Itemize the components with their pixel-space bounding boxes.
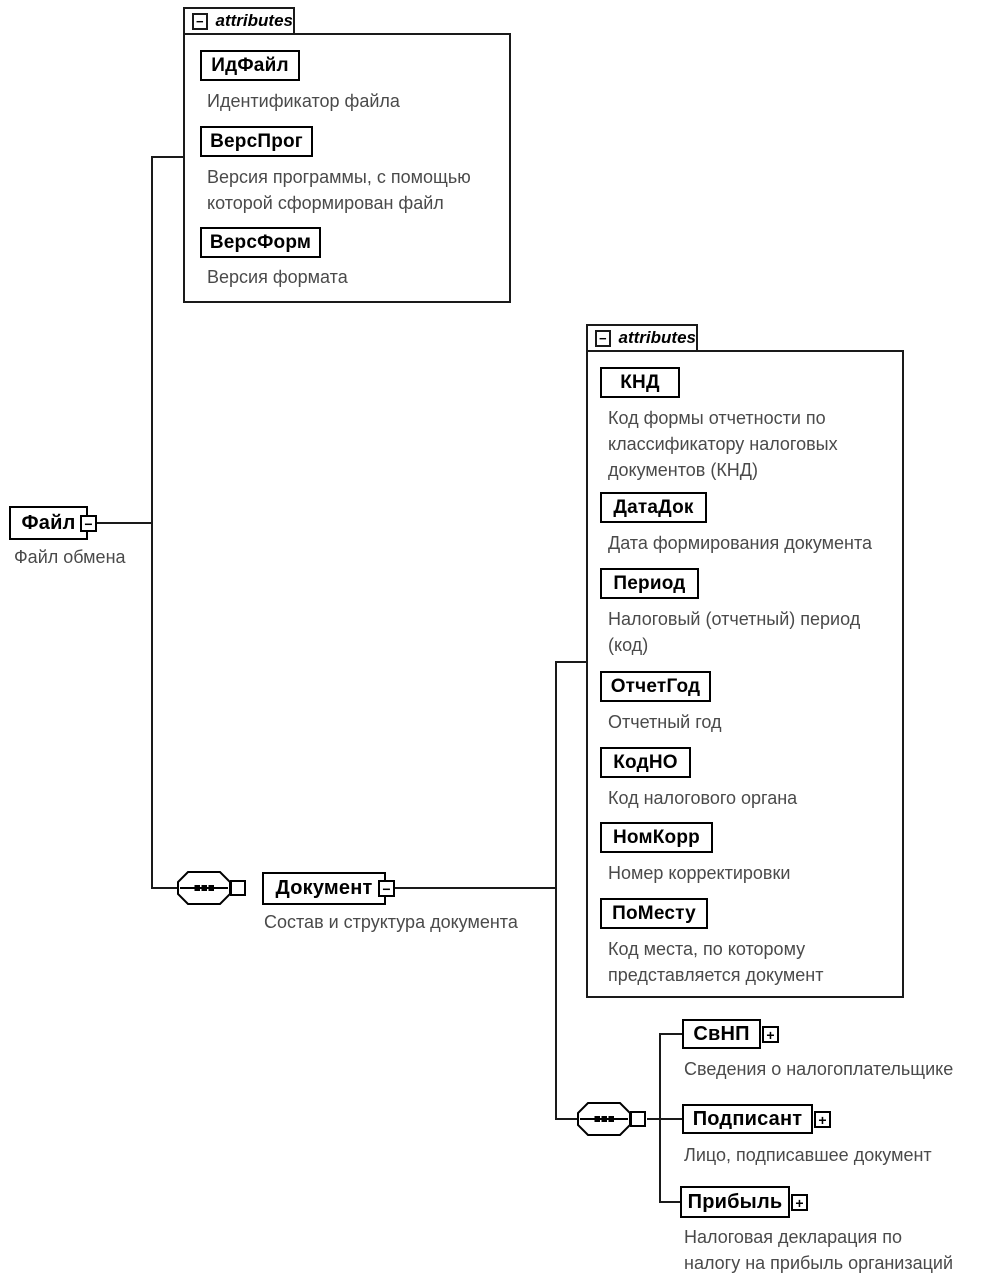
attributes-tab-label: attributes bbox=[215, 11, 293, 30]
element-pribyl-description: Налоговая декларация по налогу на прибыл… bbox=[684, 1227, 954, 1273]
attribute-versprog[interactable]: ВерсПрог bbox=[200, 126, 313, 157]
attribute-datadok[interactable]: ДатаДок bbox=[600, 492, 707, 523]
attribute-knd-description: Код формы отчетности по классификатору н… bbox=[608, 408, 838, 480]
element-podpisant-description: Лицо, подписавшее документ bbox=[684, 1145, 932, 1165]
attribute-idfile-description: Идентификатор файла bbox=[207, 91, 400, 111]
attribute-otchetgod[interactable]: ОтчетГод bbox=[600, 671, 711, 702]
attribute-versprog-description: Версия программы, с помощью которой сфор… bbox=[207, 167, 471, 213]
element-document-collapse-toggle[interactable]: − bbox=[378, 880, 395, 897]
element-podpisant[interactable]: Подписант bbox=[682, 1104, 813, 1134]
sequence-2-handle[interactable] bbox=[630, 1111, 646, 1127]
element-pribyl[interactable]: Прибыль bbox=[680, 1186, 790, 1218]
collapse-icon[interactable]: − bbox=[192, 12, 208, 30]
attribute-knd[interactable]: КНД bbox=[600, 367, 680, 398]
sequence-connector-2[interactable] bbox=[577, 1102, 631, 1136]
attribute-kodno-description: Код налогового органа bbox=[608, 788, 798, 808]
sequence-connector-1[interactable] bbox=[177, 871, 231, 905]
element-file-collapse-toggle[interactable]: − bbox=[80, 515, 97, 532]
collapse-icon[interactable]: − bbox=[595, 329, 611, 347]
attribute-pomestu[interactable]: ПоМесту bbox=[600, 898, 708, 929]
attribute-otchetgod-description: Отчетный год bbox=[608, 712, 722, 732]
attribute-versform[interactable]: ВерсФорм bbox=[200, 227, 321, 258]
element-svnp-description: Сведения о налогоплательщике bbox=[684, 1059, 954, 1079]
element-podpisant-expand-toggle[interactable]: + bbox=[814, 1111, 831, 1128]
attribute-versform-description: Версия формата bbox=[207, 267, 348, 287]
sequence-1-handle[interactable] bbox=[230, 880, 246, 896]
element-document[interactable]: Документ bbox=[262, 872, 386, 905]
file-attributes-tab: − attributes bbox=[183, 7, 295, 35]
attribute-nomkorr-description: Номер корректировки bbox=[608, 863, 791, 883]
element-document-description: Состав и структура документа bbox=[264, 912, 518, 932]
element-file-description: Файл обмена bbox=[14, 547, 126, 567]
attribute-kodno[interactable]: КодНО bbox=[600, 747, 691, 778]
element-svnp-expand-toggle[interactable]: + bbox=[762, 1026, 779, 1043]
document-attributes-tab: − attributes bbox=[586, 324, 698, 352]
element-file[interactable]: Файл bbox=[9, 506, 88, 540]
attribute-nomkorr[interactable]: НомКорр bbox=[600, 822, 713, 853]
attribute-datadok-description: Дата формирования документа bbox=[608, 533, 873, 553]
attributes-tab-label: attributes bbox=[618, 328, 696, 347]
attribute-idfile[interactable]: ИдФайл bbox=[200, 50, 300, 81]
attribute-period[interactable]: Период bbox=[600, 568, 699, 599]
element-svnp[interactable]: СвНП bbox=[682, 1019, 761, 1049]
element-pribyl-expand-toggle[interactable]: + bbox=[791, 1194, 808, 1211]
attribute-pomestu-description: Код места, по которому представляется до… bbox=[608, 939, 824, 985]
attribute-period-description: Налоговый (отчетный) период (код) bbox=[608, 609, 861, 655]
